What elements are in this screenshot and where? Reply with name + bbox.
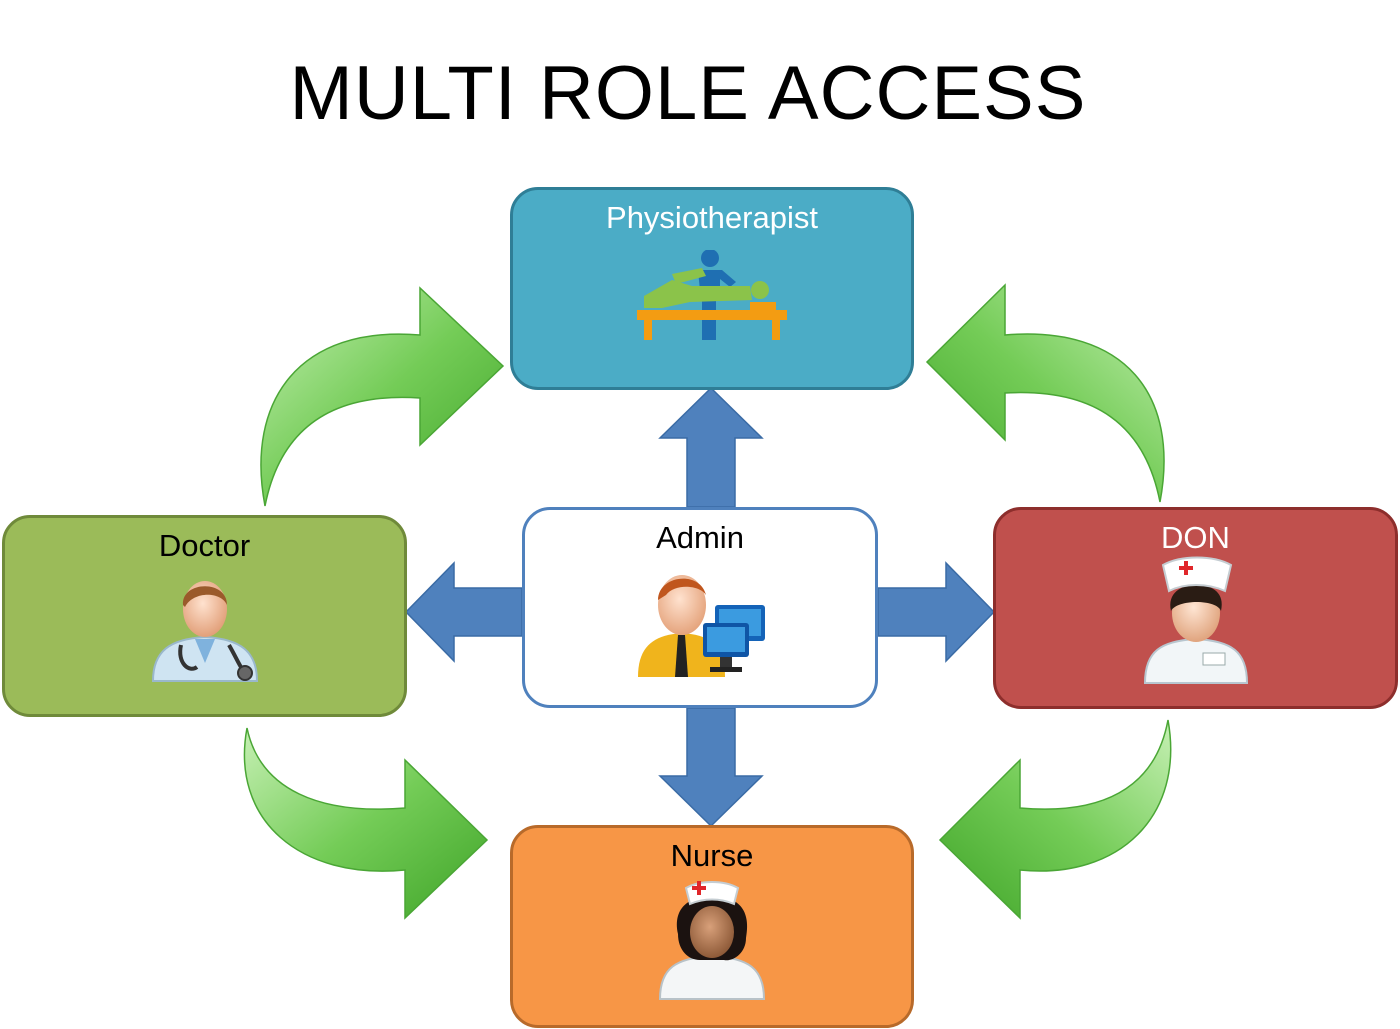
don-label: DON [1161,520,1230,555]
arrow-admin-to-physiotherapist [658,386,764,508]
arrow-admin-to-nurse [658,707,764,828]
physiotherapy-icon [637,250,787,340]
don-node: DON [993,507,1398,709]
doctor-node: Doctor [2,515,407,717]
head-nurse-icon [1143,556,1248,684]
arrow-don-to-physiotherapist [925,283,1165,503]
arrow-admin-to-don [877,561,996,663]
admin-label: Admin [656,520,744,555]
physiotherapist-label: Physiotherapist [606,200,818,235]
physiotherapist-node: Physiotherapist [510,187,914,390]
arrow-doctor-to-nurse [243,727,489,920]
nurse-icon [658,881,766,1000]
arrow-admin-to-doctor [404,561,523,663]
nurse-label: Nurse [670,838,754,873]
arrow-doctor-to-physiotherapist [260,286,505,507]
arrow-don-to-nurse [938,719,1172,920]
doctor-label: Doctor [158,528,251,563]
admin-computer-icon [638,575,765,677]
admin-node: Admin [522,507,878,708]
diagram-title: MULTI ROLE ACCESS [289,51,1087,136]
doctor-icon [151,581,258,682]
nurse-node: Nurse [510,825,914,1028]
